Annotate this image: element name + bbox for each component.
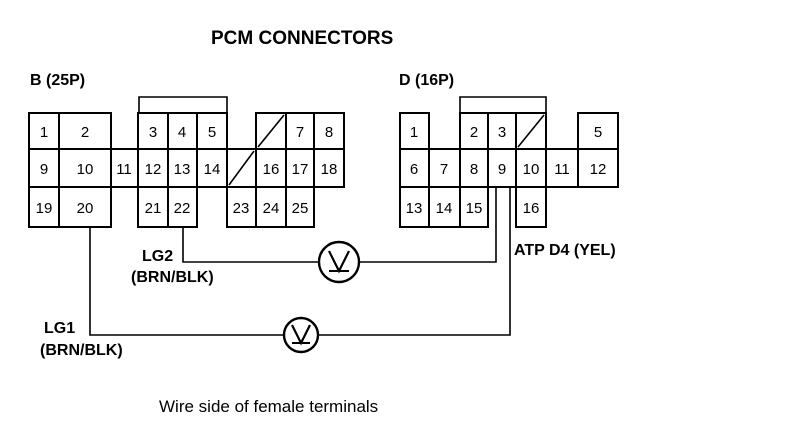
connector-d-pin-16: 16: [523, 200, 540, 217]
connector-d-pin-14: 14: [436, 200, 453, 217]
connector-b-lock-tab: [138, 96, 228, 116]
connector-b-pin-2: 2: [81, 124, 89, 141]
lg1-wire-left: [89, 227, 284, 336]
connector-b-pin-1: 1: [40, 124, 48, 141]
connector-b-pin-21: 21: [145, 200, 162, 217]
connector-b-pin-16: 16: [263, 161, 280, 178]
connector-b-pin-22: 22: [174, 200, 191, 217]
connector-b-pin-12: 12: [145, 161, 162, 178]
connector-b-blank-cavity-6: [257, 114, 285, 148]
voltmeter-icon: [282, 316, 320, 354]
connector-d-lock-tab: [459, 96, 547, 116]
lg2-wire-color: (BRN/BLK): [131, 269, 214, 286]
connector-d-pin-15: 15: [466, 200, 483, 217]
connector-b-label: B (25P): [30, 72, 85, 89]
connector-b-pin-7: 7: [296, 124, 304, 141]
connector-b-pin-23: 23: [233, 200, 250, 217]
connector-b-pin-19: 19: [36, 200, 53, 217]
connector-d-pin-2: 2: [470, 124, 478, 141]
lg2-wire-left: [182, 227, 318, 263]
connector-b-pin-3: 3: [149, 124, 157, 141]
connector-b-pin-24: 24: [263, 200, 280, 217]
connector-d-pin-11: 11: [554, 161, 570, 178]
connector-d-pin-13: 13: [406, 200, 423, 217]
connector-d-pin-7: 7: [440, 161, 448, 178]
connector-b-pin-8: 8: [325, 124, 333, 141]
connector-d: 1 2 3 5 6 7 8 9 10 11 12 13 14 15 16: [399, 96, 619, 228]
caption: Wire side of female terminals: [159, 397, 378, 416]
connector-d-pin-10: 10: [523, 161, 540, 178]
connector-b-pin-10: 10: [77, 161, 94, 178]
connector-b-pin-17: 17: [292, 161, 309, 178]
connector-b-pin-13: 13: [174, 161, 191, 178]
atp-d4-label: ATP D4 (YEL): [514, 242, 616, 259]
connector-d-pin-9: 9: [498, 161, 506, 178]
connector-d-pin-3: 3: [498, 124, 506, 141]
lg1-wire-color: (BRN/BLK): [40, 342, 123, 359]
connector-b-blank-cavity-15: [228, 150, 255, 186]
connector-d-pin-8: 8: [470, 161, 478, 178]
lg2-label: LG2: [142, 248, 173, 265]
connector-d-pin-5: 5: [594, 124, 602, 141]
connector-b-pin-11: 11: [116, 161, 132, 178]
connector-b-pin-9: 9: [40, 161, 48, 178]
connector-b-pin-14: 14: [204, 161, 221, 178]
lg1-label: LG1: [44, 320, 75, 337]
connector-b-pin-4: 4: [178, 124, 186, 141]
voltmeter-icon: [317, 240, 361, 284]
lg2-wire-right: [360, 187, 497, 263]
connector-d-pin-1: 1: [410, 124, 418, 141]
lg1-wire-right: [318, 187, 511, 336]
connector-d-blank-cavity-4: [517, 114, 545, 148]
connector-b-pin-20: 20: [77, 200, 94, 217]
connector-b-pin-25: 25: [292, 200, 309, 217]
connector-d-label: D (16P): [399, 72, 454, 89]
connector-b: 1 2 3 4 5 7 8 9 10 11 12 13 14 16 17 18 …: [28, 96, 345, 228]
connector-b-pin-5: 5: [208, 124, 216, 141]
connector-d-pin-6: 6: [410, 161, 418, 178]
connector-d-pin-12: 12: [590, 161, 607, 178]
diagram-title: PCM CONNECTORS: [211, 28, 393, 49]
connector-b-pin-18: 18: [321, 161, 338, 178]
